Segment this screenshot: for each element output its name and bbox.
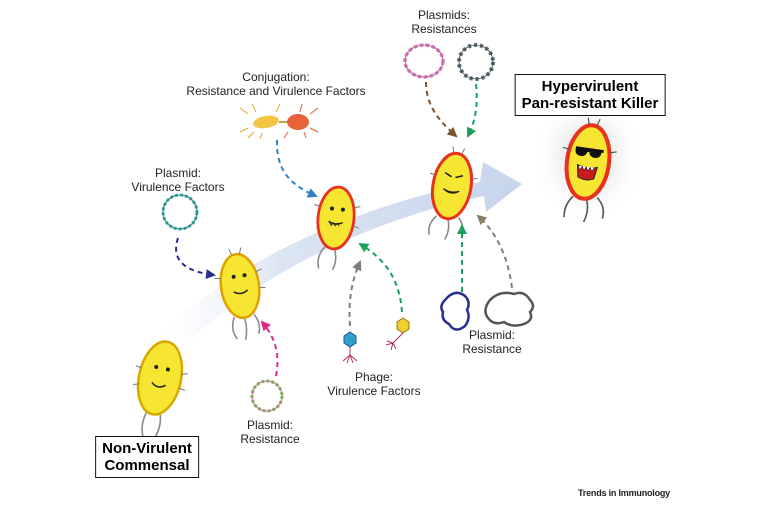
progression-arrow <box>150 162 522 360</box>
arrow-conjugation <box>275 139 318 198</box>
arrow-plasmid-virulence <box>175 237 216 280</box>
phage-yellow-icon <box>385 317 410 351</box>
plasmid-resistance-left-icon <box>250 379 284 413</box>
sunglasses-icon <box>575 146 604 158</box>
bacterium-hypervirulent <box>562 117 617 223</box>
arrow-plasmid-darkgray <box>476 214 513 289</box>
bacterium-commensal <box>132 340 188 457</box>
box-non-virulent-commensal: Non-Virulent Commensal <box>95 436 199 478</box>
journal-credit: Trends in Immunology <box>577 488 670 498</box>
label-plasmid-virulence: Plasmid: Virulence Factors <box>131 166 225 194</box>
bacterium-stage-3 <box>314 185 361 271</box>
bacterium-stage-2 <box>214 247 266 340</box>
label-plasmids-resistances: Plasmids: Resistances <box>411 8 477 36</box>
plasmid-resistance-navy-icon <box>440 291 470 331</box>
plasmid-resistance-gray-icon <box>457 43 495 81</box>
plasmid-resistance-darkgray-icon <box>484 291 535 327</box>
label-plasmid-resistance-right: Plasmid: Resistance <box>462 328 522 356</box>
arrow-plasmid-gray <box>467 83 478 138</box>
label-conjugation: Conjugation: Resistance and Virulence Fa… <box>186 70 366 98</box>
arrow-phage-green <box>358 242 403 313</box>
label-phage: Phage: Virulence Factors <box>327 370 421 398</box>
plasmid-virulence-icon <box>161 193 199 231</box>
plasmid-resistance-pink-icon <box>403 43 445 79</box>
conjugation-bacteria-icon <box>239 103 319 140</box>
arrow-plasmid-pink <box>425 81 458 138</box>
box-hypervirulent-killer: Hypervirulent Pan-resistant Killer <box>514 74 666 116</box>
arrow-plasmid-resistance-left <box>260 320 279 377</box>
phage-blue-icon <box>342 331 358 364</box>
arrow-phage-gray <box>348 260 362 327</box>
label-plasmid-resistance-left: Plasmid: Resistance <box>240 418 300 446</box>
